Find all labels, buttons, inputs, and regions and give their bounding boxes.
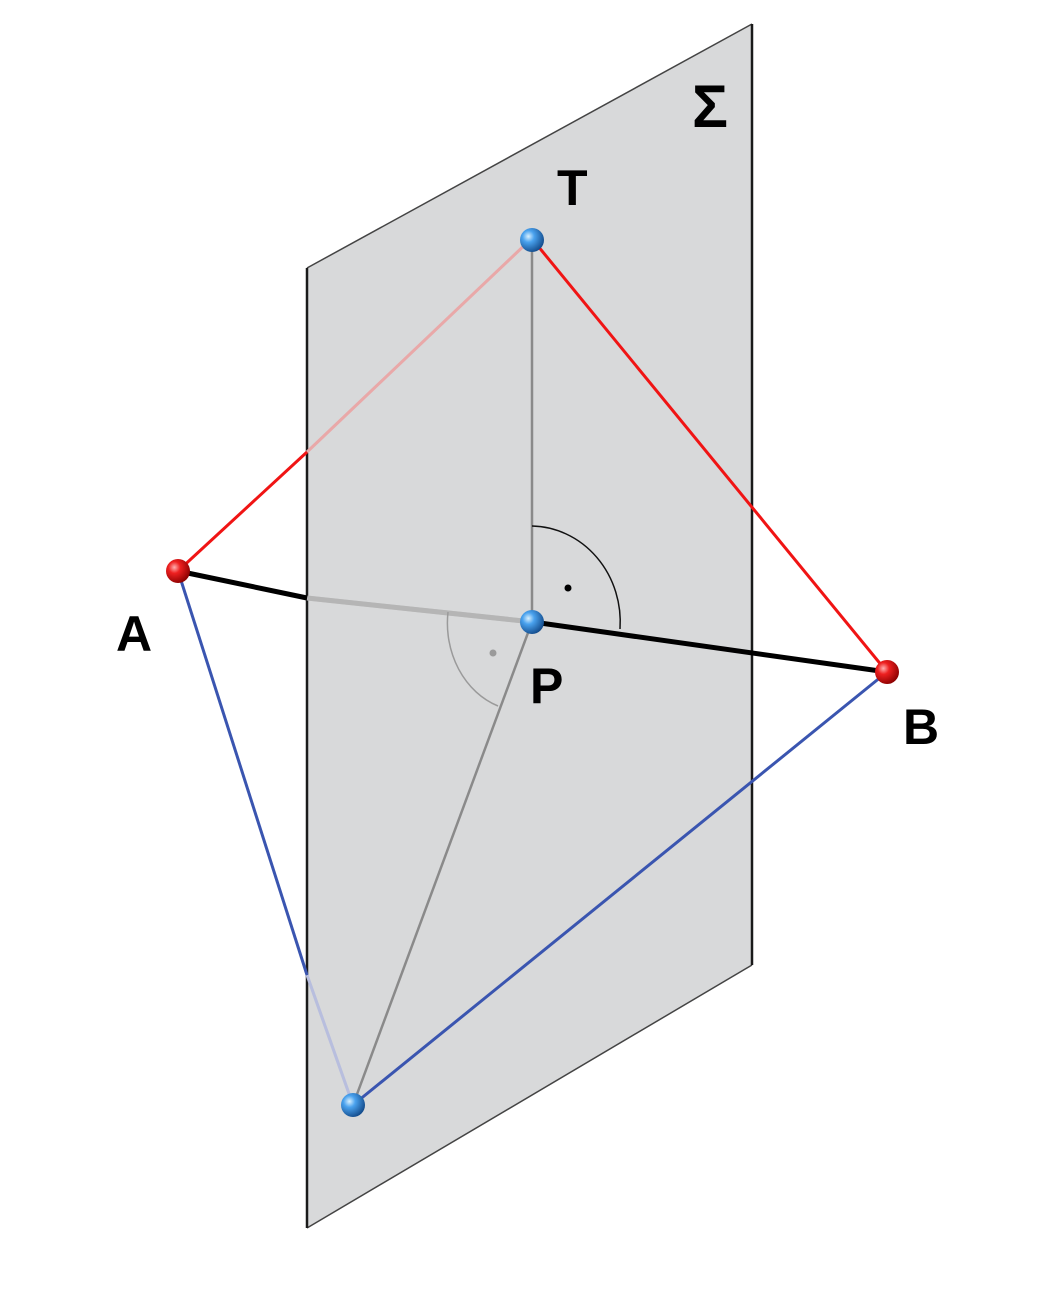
line-P-Q [351, 621, 534, 1106]
label-T: T [557, 160, 588, 216]
plane-label: Σ [692, 73, 728, 140]
right-angle-arc-front [531, 525, 621, 630]
point-Q [341, 1093, 365, 1117]
segment-T-B [531, 239, 889, 673]
segment-A-T-front [176, 450, 309, 573]
segment-A-T-through-plane [305, 238, 532, 454]
label-B: B [903, 699, 939, 755]
point-T [520, 228, 544, 252]
right-angle-arc-back [446, 611, 499, 707]
right-angle-dot-front [564, 584, 572, 592]
label-A: A [116, 606, 152, 662]
point-A [166, 559, 190, 583]
segment-A-Q-through-plane [305, 974, 355, 1106]
segment-A-P-front [177, 568, 308, 601]
segment-A-Q-front [176, 570, 309, 976]
plane-edge-bottom [306, 964, 753, 1229]
label-P: P [530, 658, 563, 714]
segment-A-P-through-plane [306, 595, 534, 625]
point-P [520, 610, 544, 634]
right-angle-dot-back [489, 649, 497, 657]
segment-Q-B [352, 670, 888, 1107]
segment-P-B [532, 619, 888, 675]
plane-edge-top [306, 23, 753, 269]
point-B [875, 660, 899, 684]
